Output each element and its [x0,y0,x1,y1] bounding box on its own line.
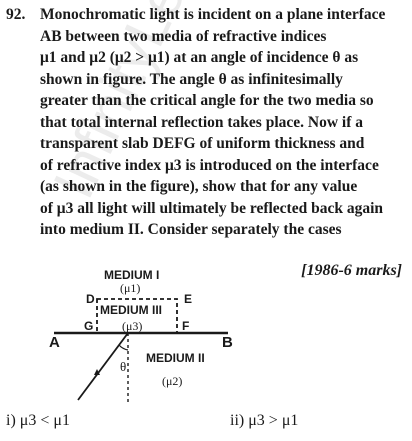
slab-DEFG [96,298,178,334]
case-1: i) μ3 < μ1 [6,412,70,429]
marks-label: [1986-6 marks] [301,262,402,279]
medium3-label: MEDIUM III [100,303,162,317]
question-line: Monochromatic light is incident on a pla… [40,6,386,23]
question-line: (as shown in the figure), show that for … [40,178,358,195]
medium2-index: (μ2) [162,374,183,388]
question-line: AB between two media of refractive indic… [40,27,327,45]
medium1-index: (μ1) [120,281,141,295]
point-E: E [184,292,193,306]
medium2-label: MEDIUM II [146,351,205,365]
medium3-index: (μ3) [122,319,143,333]
question-line: greater than the critical angle for the … [40,92,374,109]
ray-arrow-icon [94,369,100,375]
angle-arc [118,344,129,351]
question-line: of refractive index μ3 is introduced on … [40,156,379,174]
figure: MEDIUM I (μ1) D E MEDIUM III G (μ3) F A … [0,268,412,412]
incident-ray [77,332,129,401]
question-text: Monochromatic light is incident on a pla… [40,4,406,241]
point-A: A [49,334,60,351]
angle-theta: θ [120,359,127,374]
point-F: F [182,319,190,333]
question-line: μ1 and μ2 (μ2 > μ1) at an angle of incid… [40,49,359,66]
point-B: B [222,334,233,351]
point-D: D [86,292,95,306]
question-line: transparent slab DEFG of uniform thickne… [40,135,365,152]
question-block: 92. Monochromatic light is incident on a… [6,4,408,241]
question-line: of μ3 all light will ultimately be refle… [40,199,384,217]
question-line: shown in figure. The angle θ as infinite… [40,70,343,88]
figure-drawing [54,298,228,402]
question-line: into medium II. Consider separately the … [40,221,342,238]
medium1-label: MEDIUM I [104,268,160,282]
case-2: ii) μ3 > μ1 [230,412,299,429]
point-G: G [84,319,94,333]
question-line: that total internal reflection takes pla… [40,113,364,131]
question-number: 92. [6,6,26,23]
